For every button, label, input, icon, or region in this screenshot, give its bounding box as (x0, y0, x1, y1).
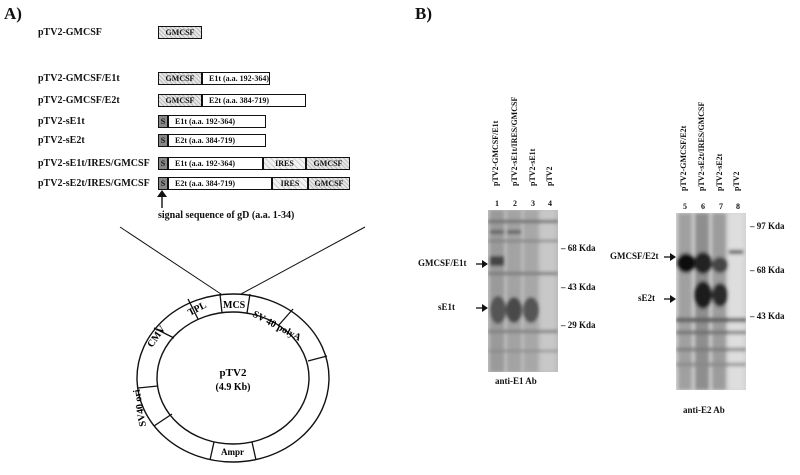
mw-marker: – 68 Kda (750, 265, 785, 275)
blot-1-image (488, 210, 558, 372)
construct-segment-gm: GMCSF (306, 157, 350, 170)
plasmid-region-label: Ampr (221, 447, 244, 457)
construct-segment-ires: IRES (272, 177, 308, 190)
plasmid-name: pTV2 (220, 367, 247, 379)
mw-marker: – 29 Kda (561, 320, 596, 330)
lane-label: pTV2-sE2t/IRES/GMCSF (697, 101, 706, 191)
lane-label: pTV2-sE1t (528, 148, 537, 186)
construct-segment-gm: GMCSF (158, 94, 202, 107)
lane-label: pTV2-GMCSF/E2t (679, 125, 688, 191)
antibody-label: anti-E2 Ab (683, 405, 725, 415)
construct-name: pTV2-sE2t (38, 135, 85, 146)
lane-number: 1 (495, 199, 499, 208)
construct-segment-plain: E2t (a.a. 384-719) (202, 94, 306, 107)
lane-label: pTV2-GMCSF/E1t (491, 120, 500, 186)
band-label: GMCSF/E2t (610, 251, 659, 261)
lane-number: 5 (683, 202, 687, 211)
panel-b-label: B) (415, 4, 432, 23)
plasmid-region-label: MCS (223, 300, 246, 311)
construct-segment-plain: E1t (a.a. 192-364) (168, 115, 266, 128)
arrow-right-icon (664, 253, 676, 261)
arrow-right-icon (476, 260, 488, 268)
plasmid-map: CMV TPL MCS SV 40 polyA Ampr SV40 ori pT… (132, 293, 330, 463)
construct-segment-gm: GMCSF (158, 72, 202, 85)
plasmid-size: (4.9 Kb) (216, 382, 251, 393)
band-label: sE1t (438, 302, 456, 312)
construct-segment-plain: E2t (a.a. 384-719) (168, 177, 272, 190)
lane-number: 8 (736, 202, 740, 211)
lane-number: 4 (548, 199, 552, 208)
signal-sequence-note: signal sequence of gD (a.a. 1-34) (158, 210, 295, 221)
construct-segment-plain: E1t (a.a. 192-364) (168, 157, 263, 170)
lane-number: 2 (513, 199, 517, 208)
lane-label: pTV2 (732, 171, 741, 191)
construct-segment-ires: IRES (263, 157, 306, 170)
arrow-right-icon (664, 295, 676, 303)
construct-segment-sig: S (158, 115, 168, 128)
arrow-right-icon (476, 304, 488, 312)
construct-segment-plain: E1t (a.a. 192-364) (202, 72, 270, 85)
construct-name: pTV2-sE1t/IRES/GMCSF (38, 158, 150, 169)
construct-segment-sig: S (158, 157, 168, 170)
construct-name: pTV2-sE2t/IRES/GMCSF (38, 178, 150, 189)
band-label: sE2t (638, 293, 656, 303)
lane-label: pTV2 (545, 166, 554, 186)
lane-number: 3 (531, 199, 535, 208)
band-label: GMCSF/E1t (418, 258, 467, 268)
construct-name: pTV2-GMCSF (38, 27, 102, 38)
lane-label: pTV2-sE1t/IRES/GMCSF (510, 96, 519, 186)
construct-name: pTV2-sE1t (38, 116, 85, 127)
antibody-label: anti-E1 Ab (495, 376, 537, 386)
blot-2-image (676, 213, 746, 390)
signal-arrow-icon (157, 190, 167, 208)
construct-segment-gm: GMCSF (308, 177, 350, 190)
construct-segment-sig: S (158, 177, 168, 190)
construct-segment-plain: E2t (a.a. 384-719) (168, 134, 266, 147)
construct-segment-gm: GMCSF (158, 26, 202, 39)
lane-label: pTV2-sE2t (715, 153, 724, 191)
mw-marker: – 43 Kda (750, 311, 785, 321)
mw-marker: – 68 Kda (561, 243, 596, 253)
lane-number: 7 (719, 202, 723, 211)
panel-a-label: A) (4, 4, 22, 23)
mw-marker: – 43 Kda (561, 282, 596, 292)
mw-marker: – 97 Kda (750, 221, 785, 231)
construct-segment-sig: S (158, 134, 168, 147)
construct-name: pTV2-GMCSF/E2t (38, 95, 120, 106)
lane-number: 6 (701, 202, 705, 211)
construct-name: pTV2-GMCSF/E1t (38, 73, 120, 84)
